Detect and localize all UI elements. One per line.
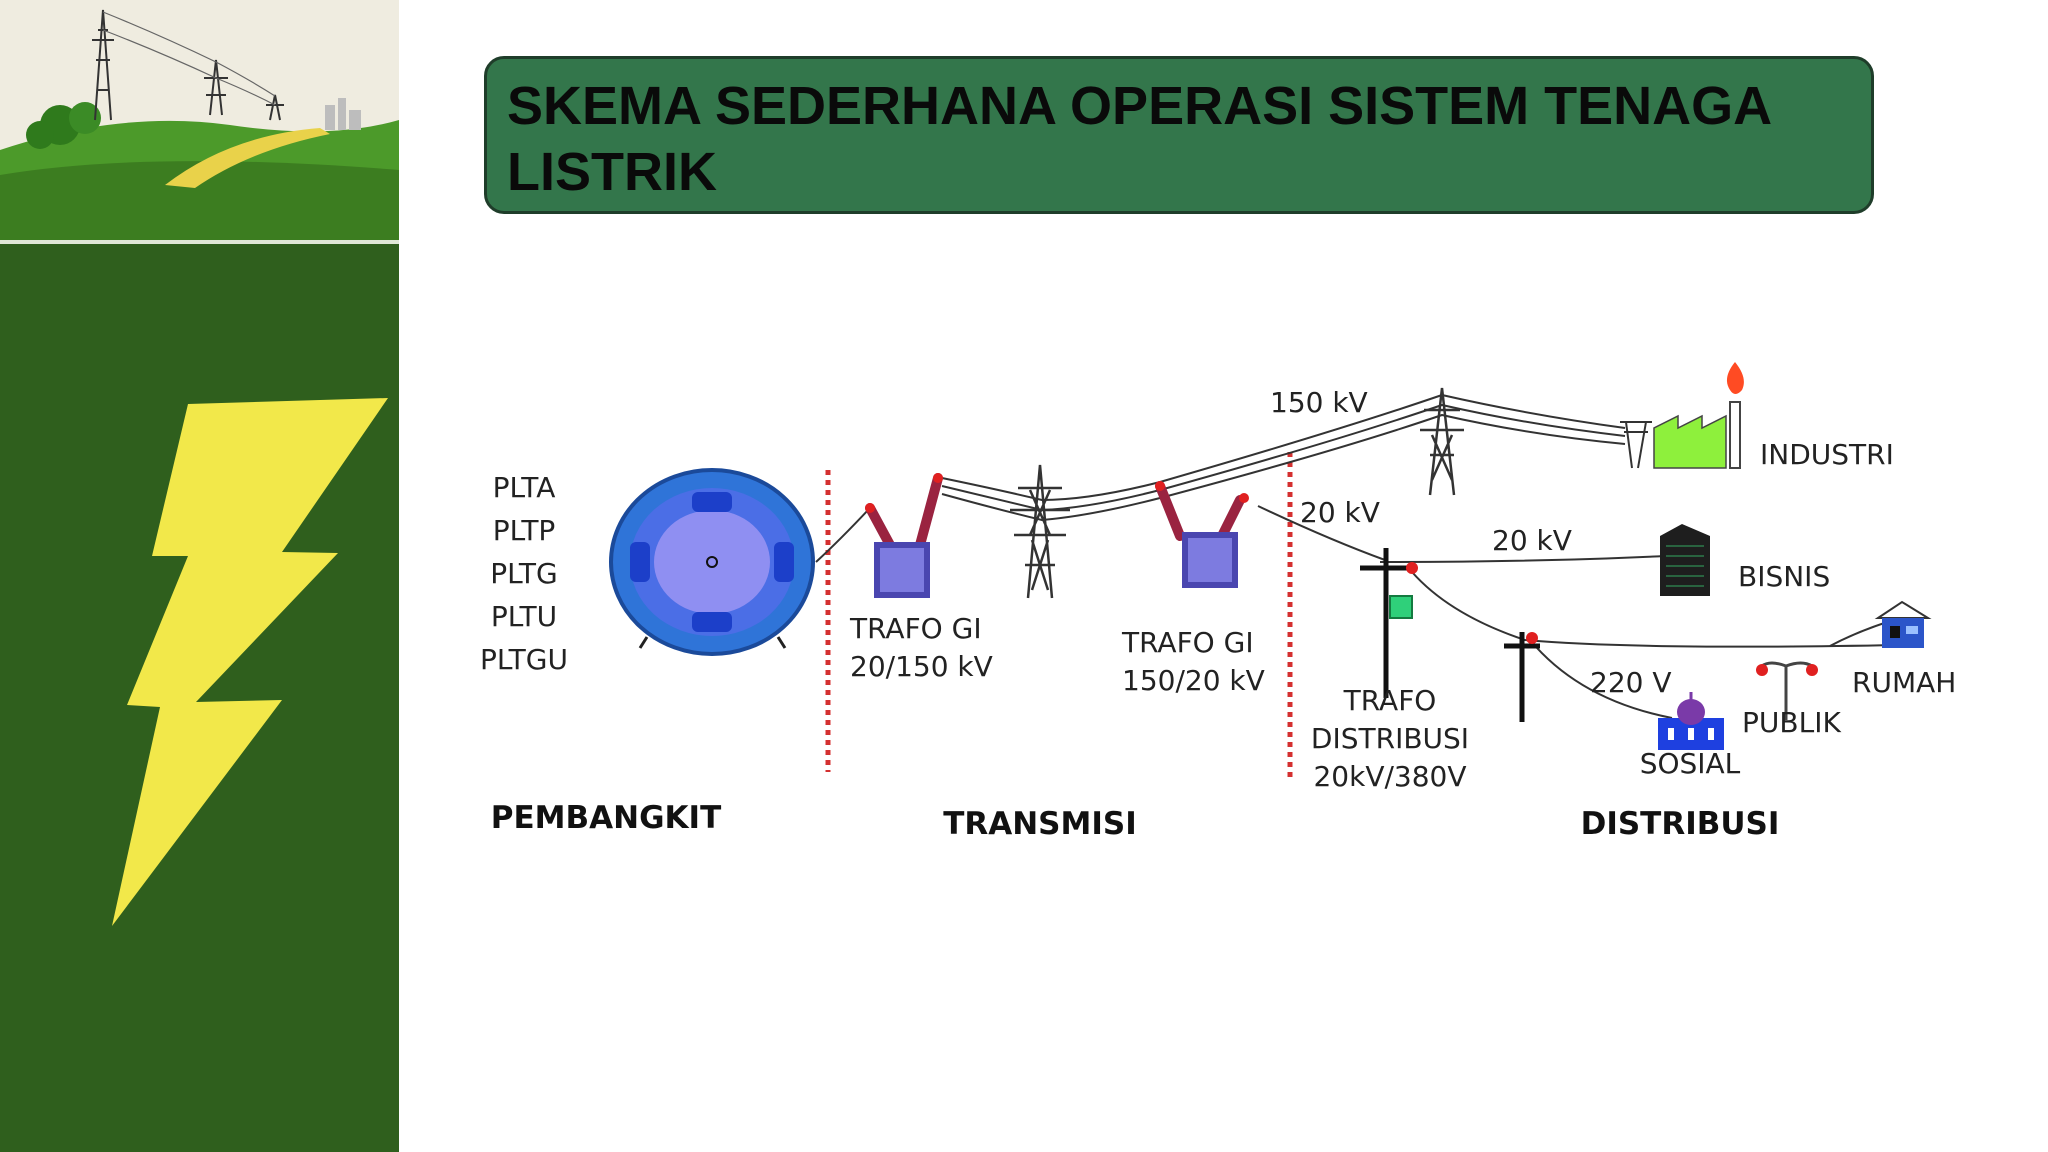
transformer-step-down-icon bbox=[1155, 481, 1249, 588]
page-title: SKEMA SEDERHANA OPERASI SISTEM TENAGA LI… bbox=[507, 76, 1771, 202]
section-label-distribusi: DISTRIBUSI bbox=[1581, 806, 1780, 842]
sidebar-art bbox=[0, 0, 399, 1152]
section-label-transmisi: TRANSMISI bbox=[943, 806, 1137, 842]
factory-icon bbox=[1620, 362, 1744, 469]
landscape-image bbox=[0, 0, 399, 244]
consumer-label-bisnis: BISNIS bbox=[1738, 560, 1830, 593]
consumer-label-sosial: SOSIAL bbox=[1640, 747, 1741, 780]
house-icon bbox=[1874, 600, 1932, 648]
trafo-distribusi-label: DISTRIBUSI bbox=[1311, 722, 1469, 755]
consumer-label-industri: INDUSTRI bbox=[1760, 438, 1894, 471]
business-building-icon bbox=[1660, 524, 1710, 596]
trafo-distribusi-label: TRAFO bbox=[1343, 684, 1437, 717]
voltage-label: 20 kV bbox=[1300, 496, 1380, 529]
generator-type: PLTU bbox=[491, 600, 557, 633]
transmission-tower-icon bbox=[1420, 387, 1464, 496]
trafo-gi-label: TRAFO GI bbox=[1121, 626, 1254, 659]
voltage-label: 20 kV bbox=[1492, 524, 1572, 557]
sidebar bbox=[0, 0, 399, 1152]
generator-type: PLTGU bbox=[480, 643, 568, 676]
distribution-pole-icon bbox=[1360, 548, 1418, 698]
mosque-icon bbox=[1658, 692, 1724, 750]
generator-type: PLTG bbox=[490, 557, 557, 590]
trafo-gi-ratio-label: 20/150 kV bbox=[850, 650, 993, 683]
voltage-label: 150 kV bbox=[1270, 386, 1368, 419]
generator-type: PLTA bbox=[493, 471, 556, 504]
trafo-gi-label: TRAFO GI bbox=[849, 612, 982, 645]
generator-type: PLTP bbox=[493, 514, 556, 547]
transmission-tower-icon bbox=[1010, 464, 1070, 599]
trafo-distribusi-ratio-label: 20kV/380V bbox=[1313, 760, 1466, 793]
consumer-label-publik: PUBLIK bbox=[1742, 706, 1841, 739]
generator-type-list: PLTA PLTP PLTG PLTU PLTGU bbox=[480, 471, 568, 676]
lightning-bolt-icon bbox=[112, 398, 388, 926]
street-lamp-icon bbox=[1756, 661, 1818, 720]
consumer-label-rumah: RUMAH bbox=[1852, 666, 1956, 699]
section-label-pembangkit: PEMBANGKIT bbox=[491, 800, 721, 836]
trafo-gi-ratio-label: 150/20 kV bbox=[1122, 664, 1265, 697]
title-box: SKEMA SEDERHANA OPERASI SISTEM TENAGA LI… bbox=[484, 56, 1874, 214]
generator-icon bbox=[609, 468, 815, 656]
transformer-step-up-icon bbox=[865, 473, 943, 598]
voltage-label: 220 V bbox=[1590, 666, 1672, 699]
power-system-diagram: PLTA PLTP PLTG PLTU PLTGU bbox=[480, 362, 1956, 842]
low-voltage-pole-icon bbox=[1504, 632, 1540, 722]
